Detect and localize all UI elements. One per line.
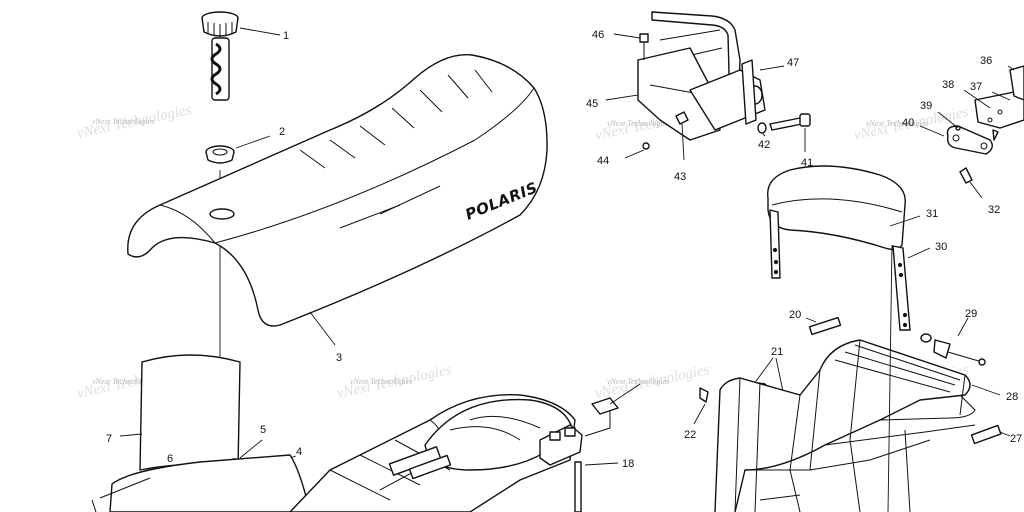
callout-41: 41	[801, 157, 813, 169]
part-grommet	[205, 135, 271, 164]
callout-2: 2	[279, 126, 285, 138]
part-shield	[119, 354, 241, 471]
watermark: vNext Technologies	[607, 119, 669, 128]
callout-47: 47	[787, 57, 799, 69]
watermark: vNext Technologies	[866, 119, 928, 128]
part-lower-seat-assembly	[289, 383, 641, 512]
callout-44: 44	[597, 155, 609, 167]
part-hinge-bracket	[919, 65, 1024, 199]
callout-30: 30	[935, 241, 947, 253]
callout-1: 1	[283, 30, 289, 42]
watermark: vNext Technologies	[92, 377, 154, 386]
callout-4: 4	[296, 446, 302, 458]
part-seat: POLARIS	[127, 53, 548, 346]
callout-43: 43	[674, 171, 686, 183]
watermark: vNext Technologies	[607, 377, 669, 386]
callout-42: 42	[758, 139, 770, 151]
callout-31: 31	[926, 208, 938, 220]
part-rack-frame	[714, 339, 1001, 512]
callout-38: 38	[942, 79, 954, 91]
callout-6: 6	[167, 453, 173, 465]
part-base-tub	[91, 454, 311, 512]
callout-20: 20	[789, 309, 801, 321]
part-plate	[970, 424, 1011, 445]
callout-45: 45	[586, 98, 598, 110]
part-knob-bolt	[920, 317, 986, 366]
callout-39: 39	[920, 100, 932, 112]
callout-28: 28	[1006, 391, 1018, 403]
watermark: vNext Technologies	[92, 117, 154, 126]
callout-40: 40	[902, 117, 914, 129]
callout-22: 22	[684, 429, 696, 441]
callout-18: 18	[622, 458, 634, 470]
callout-32: 32	[988, 204, 1000, 216]
callout-3: 3	[336, 352, 342, 364]
callout-27: 27	[1010, 433, 1022, 445]
watermark: vNext Technologies	[350, 377, 412, 386]
callout-7: 7	[106, 433, 112, 445]
callout-5: 5	[260, 424, 266, 436]
callout-labels: 1 2 3 4 5 6 7 18 20 21 22 27 28 29 30 31…	[106, 29, 1022, 470]
part-mount-bracket	[605, 11, 811, 161]
callout-29: 29	[965, 308, 977, 320]
part-backrest	[766, 165, 931, 512]
callout-21: 21	[771, 346, 783, 358]
callout-36: 36	[980, 55, 992, 67]
callout-46: 46	[592, 29, 604, 41]
part-clip	[693, 387, 709, 425]
part-knob	[201, 11, 281, 101]
callout-37: 37	[970, 81, 982, 93]
